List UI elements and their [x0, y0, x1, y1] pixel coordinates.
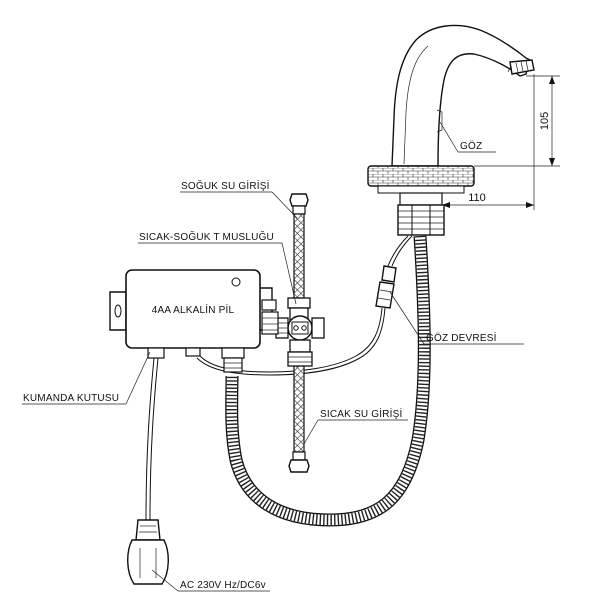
control-box: 4AA ALKALİN PİL	[109, 269, 279, 373]
control-box-label: KUMANDA KUTUSU	[23, 393, 119, 404]
cold-inlet-label: SOĞUK SU GİRİŞİ	[181, 179, 270, 192]
battery-label: 4AA ALKALİN PİL	[152, 303, 235, 316]
dimension-reach-value: 110	[468, 192, 486, 204]
sensor-cable	[196, 235, 413, 376]
faucet-shank	[397, 192, 445, 236]
hot-inlet-label: SICAK SU GİRİŞİ	[320, 407, 402, 420]
mixing-tap-label: SICAK-SOĞUK T MUSLUĞU	[139, 230, 274, 243]
water-inlet-hose	[288, 193, 310, 473]
eye-label: GÖZ	[460, 140, 482, 152]
mixing-t-valve	[275, 297, 325, 367]
braided-hose	[225, 235, 431, 527]
dimension-reach: 110	[442, 74, 535, 210]
faucet-base-ring	[367, 165, 475, 194]
eye-circuit-label: GÖZ DEVRESİ	[426, 331, 497, 344]
dimension-height-value: 105	[539, 112, 551, 130]
power-label: AC 230V Hz/DC6v	[180, 580, 266, 591]
power-cable	[127, 357, 169, 585]
dimension-height: 105	[474, 75, 560, 167]
faucet-spout	[391, 24, 535, 167]
leader-lines	[22, 121, 524, 592]
